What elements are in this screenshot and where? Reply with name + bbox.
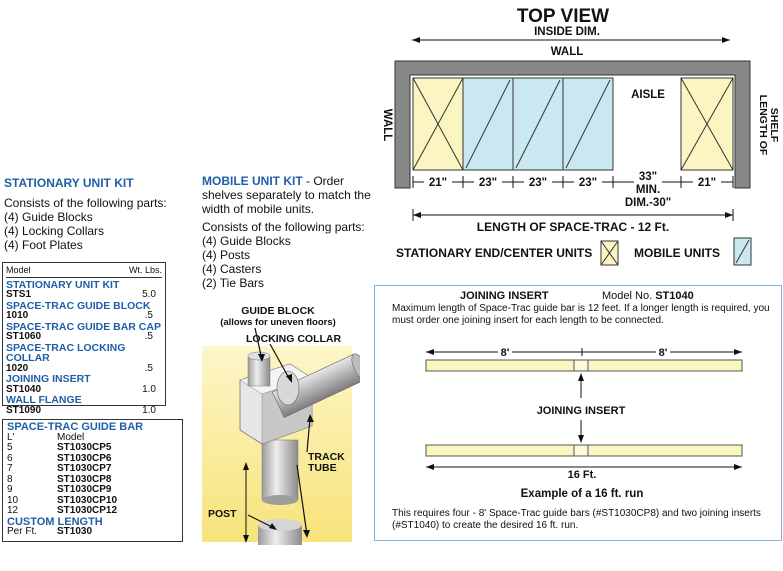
svg-text:DIM.-30": DIM.-30"	[625, 197, 671, 209]
space-trac-length-dimension: LENGTH OF SPACE-TRAC - 12 Ft.	[412, 209, 734, 234]
track-tube-label-2: TUBE	[308, 462, 337, 474]
mobile-unit	[512, 77, 564, 171]
locking-collar-shape	[276, 370, 300, 406]
segment-1-length: 8'	[501, 347, 510, 359]
top-view-title: TOP VIEW	[517, 6, 609, 27]
stationary-kit-section: STATIONARY UNIT KIT Consists of the foll…	[4, 176, 194, 252]
svg-text:LENGTH OF SPACE-TRAC - 12 Ft.: LENGTH OF SPACE-TRAC - 12 Ft.	[477, 220, 669, 234]
svg-text:33": 33"	[639, 171, 657, 183]
svg-text:SHELF: SHELF	[768, 108, 780, 143]
unit-dimension-line: 21" 23" 23" 23" 21"	[412, 172, 734, 189]
guide-block-label: GUIDE BLOCK	[241, 305, 315, 317]
stationary-kit-part: (4) Locking Collars	[4, 224, 105, 238]
top-view-diagram: TOP VIEW INSIDE DIM. WALL WALL LENGTH OF…	[370, 0, 783, 270]
joining-insert-description: Maximum length of Space-Trac guide bar i…	[392, 303, 770, 326]
svg-text:23": 23"	[529, 177, 547, 189]
wall-left-label: WALL	[381, 109, 393, 142]
joining-insert-diagram: 8' 8' JOINING INSERT 16 Ft. Example of a…	[374, 330, 782, 510]
segment-2-length: 8'	[659, 347, 668, 359]
parts-group-name: SPACE-TRAC GUIDE BAR CAP	[6, 320, 161, 333]
wall-frame	[394, 60, 751, 189]
parts-group-name: WALL FLANGE	[6, 394, 82, 406]
guide-block-illustration: GUIDE BLOCK (allows for uneven floors) L…	[200, 300, 369, 545]
mobile-kit-intro: Consists of the following parts:	[202, 220, 365, 234]
mobile-unit	[562, 77, 614, 171]
track-tube-label-1: TRACK	[308, 451, 345, 463]
svg-text:23": 23"	[579, 177, 597, 189]
mobile-kit-part: (2) Tie Bars	[202, 276, 265, 290]
parts-row: ST1060.5	[6, 331, 153, 342]
legend-stationary-label: STATIONARY END/CENTER UNITS	[396, 246, 592, 260]
mobile-kit-section: MOBILE UNIT KIT - Order shelves separate…	[202, 174, 382, 290]
parts-group-name: SPACE-TRAC GUIDE BLOCK	[6, 299, 151, 312]
svg-text:21": 21"	[698, 177, 716, 189]
post-label: POST	[208, 508, 237, 520]
mobile-kit-title: MOBILE UNIT KIT	[202, 174, 303, 188]
parts-row: 1020.5	[6, 362, 153, 374]
aisle-label: AISLE	[631, 89, 665, 101]
joining-insert-model: Model No. ST1040	[602, 290, 694, 302]
mobile-kit-part: (4) Casters	[202, 262, 262, 276]
stationary-unit-left	[412, 77, 464, 171]
wall-top-label: WALL	[551, 46, 584, 58]
svg-text:MIN.: MIN.	[636, 184, 660, 196]
guide-block-note: (allows for uneven floors)	[220, 317, 336, 328]
svg-text:21": 21"	[429, 177, 447, 189]
mobile-kit-part: (4) Guide Blocks	[202, 234, 291, 248]
parts-group-name: STATIONARY UNIT KIT	[6, 278, 120, 291]
parts-col-model: Model	[6, 265, 31, 275]
guide-bar-header: L'Model	[7, 431, 85, 443]
svg-text:23": 23"	[479, 177, 497, 189]
joining-insert-title: JOINING INSERT	[460, 290, 549, 302]
length-of-shelf-label: LENGTH OF SHELF	[757, 95, 780, 156]
inside-dim-label: INSIDE DIM.	[534, 26, 600, 38]
guide-bar-run-joined	[425, 444, 743, 457]
mobile-kit-part: (4) Posts	[202, 248, 251, 262]
legend-mobile-label: MOBILE UNITS	[634, 246, 720, 260]
parts-col-weight: Wt. Lbs.	[128, 265, 162, 275]
parts-row: 1010.5	[6, 310, 153, 321]
custom-length-title: CUSTOM LENGTH	[7, 515, 103, 528]
stationary-kit-part: (4) Foot Plates	[4, 238, 83, 252]
locking-collar-label: LOCKING COLLAR	[246, 333, 341, 345]
guide-bar-title: SPACE-TRAC GUIDE BAR	[7, 421, 144, 433]
mobile-kit-note: - Order shelves separately to match the …	[202, 174, 371, 216]
joining-insert-middle-label: JOINING INSERT	[537, 405, 626, 417]
stationary-kit-intro: Consists of the following parts:	[4, 196, 167, 210]
stationary-unit-right	[680, 77, 734, 171]
legend-stationary-swatch	[600, 240, 619, 266]
joining-insert-footer: This requires four - 8' Space-Trac guide…	[392, 508, 761, 531]
total-length: 16 Ft.	[568, 469, 597, 481]
parts-group-name: JOINING INSERT	[6, 373, 91, 385]
guide-bar-run-separate	[425, 359, 743, 372]
parts-group-name: SPACE-TRAC LOCKING COLLAR	[6, 341, 126, 364]
joining-insert-panel	[374, 285, 782, 541]
example-caption: Example of a 16 ft. run	[521, 488, 644, 500]
aisle-dimension: 33" MIN. DIM.-30"	[625, 171, 671, 209]
stationary-kit-title: STATIONARY UNIT KIT	[4, 176, 134, 190]
mobile-unit	[462, 77, 514, 171]
svg-text:LENGTH OF: LENGTH OF	[757, 95, 769, 156]
custom-length-row: Per Ft.ST1030	[7, 526, 93, 537]
stationary-kit-part: (4) Guide Blocks	[4, 210, 93, 224]
legend-mobile-swatch	[733, 237, 752, 266]
